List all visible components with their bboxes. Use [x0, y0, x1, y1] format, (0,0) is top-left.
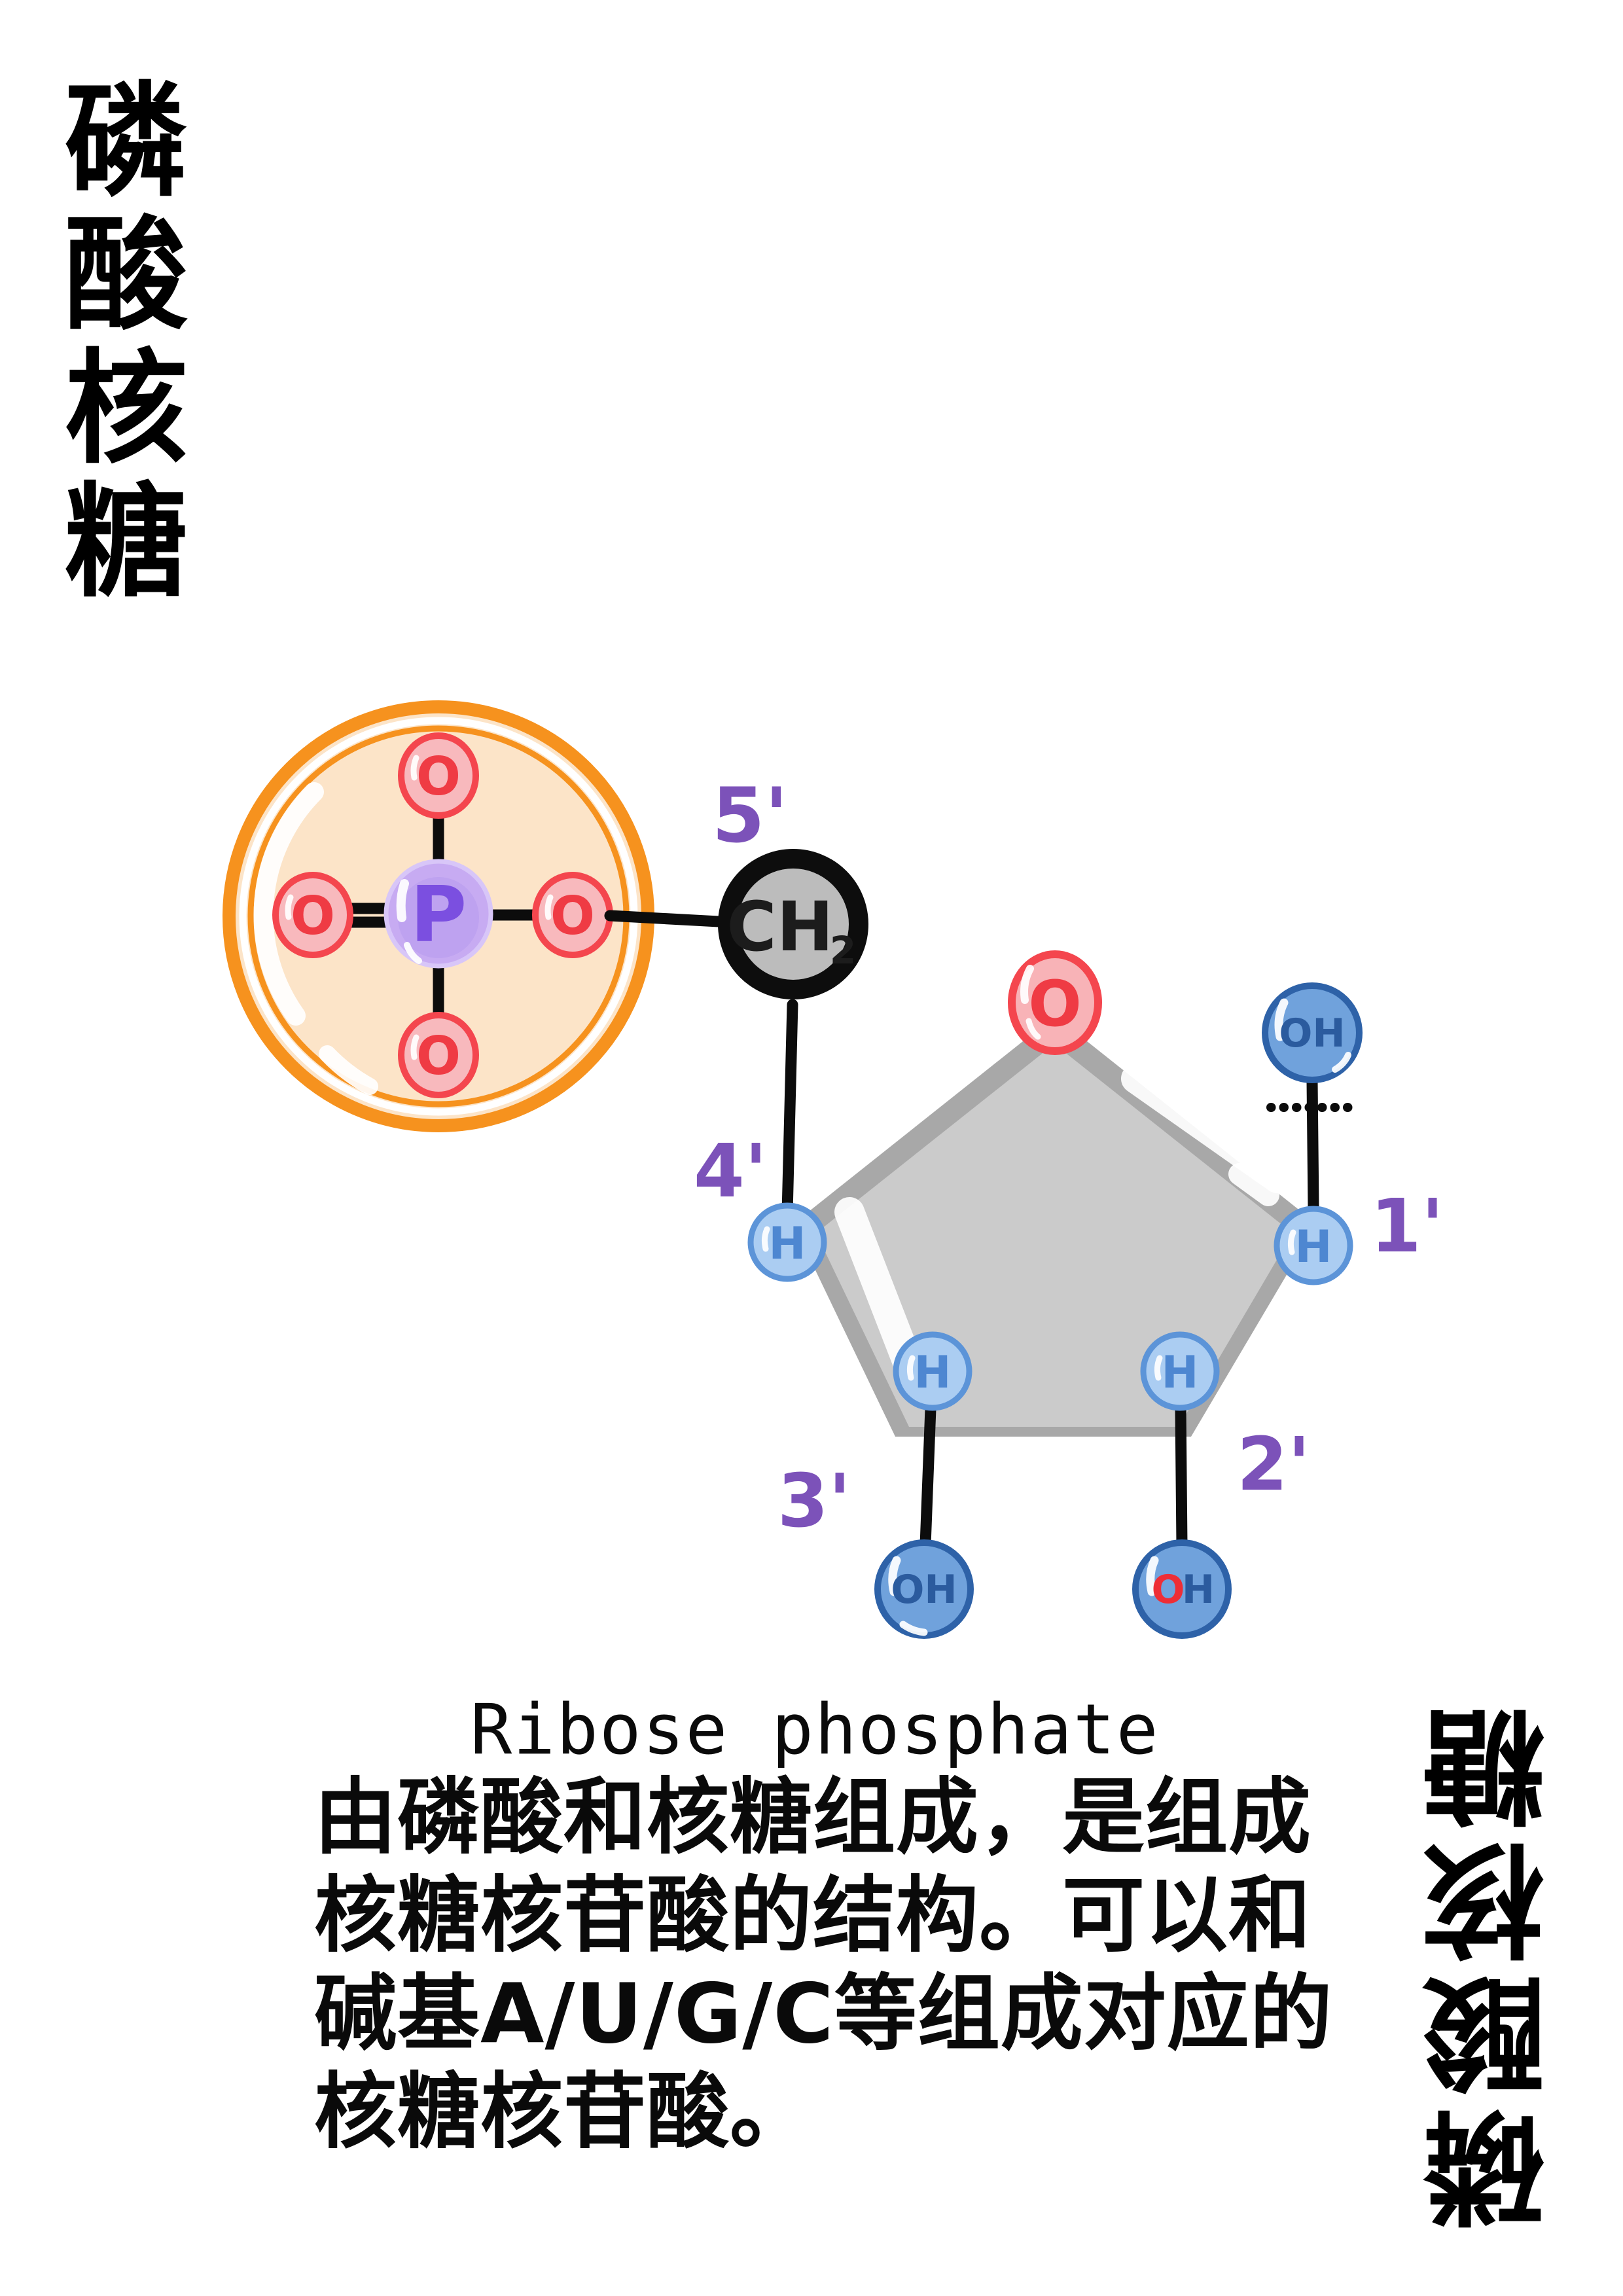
- oxygen-right-glint: [544, 894, 554, 920]
- hydrogen-2-glint: [1154, 1355, 1163, 1381]
- oxygen-left-letter: O: [291, 886, 335, 946]
- oxygen-bottom-glint: [410, 1034, 419, 1060]
- oxygen-left-glint: [285, 894, 294, 920]
- ch2-subscript: 2: [830, 928, 856, 973]
- hydrogen-2-letter: H: [1162, 1347, 1199, 1399]
- hydroxyl-2-glint: [1146, 1556, 1159, 1596]
- ch2-circle: [718, 849, 868, 999]
- hydroxyl-1-glint-2: [1332, 1052, 1351, 1073]
- phosphorus-letter: P: [410, 869, 467, 960]
- hydrogen-atom-3: [893, 1331, 972, 1411]
- label-1-prime: 1': [1370, 1184, 1444, 1269]
- vertical-title-top-left: 磷酸核糖: [43, 76, 187, 610]
- hydroxyl-1-group: OH: [1262, 982, 1363, 1083]
- hydroxyl-3-glint-2: [899, 1621, 928, 1636]
- hydrogen-1-glint: [1287, 1229, 1296, 1255]
- ring-highlight-left: [834, 1197, 923, 1379]
- phosphorus-atom-inner: [398, 877, 479, 958]
- bond-h3-oh3: [919, 1403, 936, 1551]
- ribose-ring-fill: [816, 1044, 1293, 1427]
- hydroxyl-3-group: OH: [874, 1539, 974, 1639]
- ring-oxygen-glint-2: [1026, 1018, 1041, 1040]
- label-4-prime: 4': [694, 1129, 767, 1214]
- hydrogen-2-group: H: [1140, 1331, 1220, 1411]
- bond-ch2-c4: [781, 999, 798, 1218]
- hydroxyl-2-hydrogen-letter: H: [1182, 1567, 1215, 1613]
- label-2-prime: 2': [1237, 1422, 1310, 1507]
- label-5-prime: 5': [712, 772, 788, 860]
- hydroxyl-3-letters: OH: [891, 1567, 957, 1613]
- oxygen-right-letter: O: [550, 886, 595, 946]
- ribose-ring: [793, 1016, 1317, 1437]
- oxygen-atom-left: [272, 872, 353, 958]
- bond-h2-oh2: [1175, 1403, 1188, 1551]
- hydroxyl-1-glint: [1274, 998, 1289, 1041]
- ring-oxygen-group: O: [1008, 950, 1102, 1055]
- hydrogen-3-group: H: [893, 1331, 972, 1411]
- bond-o-ch2: [604, 910, 724, 927]
- hydrogen-4-group: H: [747, 1202, 827, 1282]
- ring-oxygen-glint: [1020, 965, 1034, 1004]
- ring-highlight-top: [1121, 1064, 1293, 1193]
- hydrogen-1-group: H: [1274, 1206, 1353, 1285]
- caption-line-2: 核糖核苷酸的结构。可以和: [314, 1867, 1311, 1964]
- phosphorus-glint: [396, 879, 409, 922]
- label-3-prime: 3': [777, 1459, 851, 1544]
- hydrogen-3-letter: H: [914, 1347, 952, 1399]
- caption-line-3: 碱基A/U/G/C等组成对应的: [314, 1965, 1333, 2062]
- vertical-title-bottom-right-rotated: 磷酸核糖: [1423, 1696, 1566, 2231]
- ch2-label: CH: [726, 887, 833, 967]
- oxygen-atom-top: [398, 732, 479, 819]
- hydroxyl-2-atom: [1132, 1539, 1232, 1639]
- hydrogen-1-letter: H: [1295, 1221, 1332, 1273]
- hydroxyl-2-oxygen-letter: O: [1151, 1567, 1185, 1613]
- caption-line-4: 核糖核苷酸。: [314, 2064, 813, 2160]
- ring-highlight-small: [1228, 1163, 1279, 1206]
- ring-oxygen-letter: O: [1028, 967, 1082, 1041]
- hydrogen-atom-4: [747, 1202, 827, 1282]
- phosphate-group: P O O O O: [223, 700, 654, 1132]
- hydrogen-atom-1: [1274, 1206, 1353, 1285]
- hydrogen-atom-2: [1140, 1331, 1220, 1411]
- caption-line-1: 由磷酸和核糖组成，是组成: [314, 1769, 1311, 1865]
- phosphorus-glint-2: [404, 942, 422, 964]
- hydroxyl-2-group: O H: [1132, 1539, 1232, 1639]
- oxygen-atom-bottom: [398, 1012, 479, 1098]
- caption-block: Ribose phosphate 由磷酸和核糖组成，是组成 核糖核苷酸的结构。可…: [314, 1689, 1333, 2161]
- hydrogen-4-glint: [761, 1226, 770, 1252]
- bond-oh1-h1: [1306, 1075, 1319, 1213]
- hydrogen-3-glint: [906, 1355, 916, 1381]
- caption-title: Ribose phosphate: [470, 1689, 1160, 1770]
- hydroxyl-1-letters: OH: [1279, 1011, 1345, 1056]
- hydroxyl-3-glint: [888, 1556, 901, 1596]
- ch2-group: CH 2: [718, 849, 868, 999]
- hydroxyl-1-atom: [1262, 982, 1363, 1083]
- oxygen-top-letter: O: [416, 746, 461, 807]
- oxygen-top-glint: [410, 755, 419, 781]
- oxygen-bottom-letter: O: [416, 1026, 461, 1086]
- phosphate-highlight: [253, 782, 324, 1026]
- hydrogen-4-letter: H: [769, 1218, 806, 1270]
- phosphate-highlight-small: [319, 1045, 378, 1095]
